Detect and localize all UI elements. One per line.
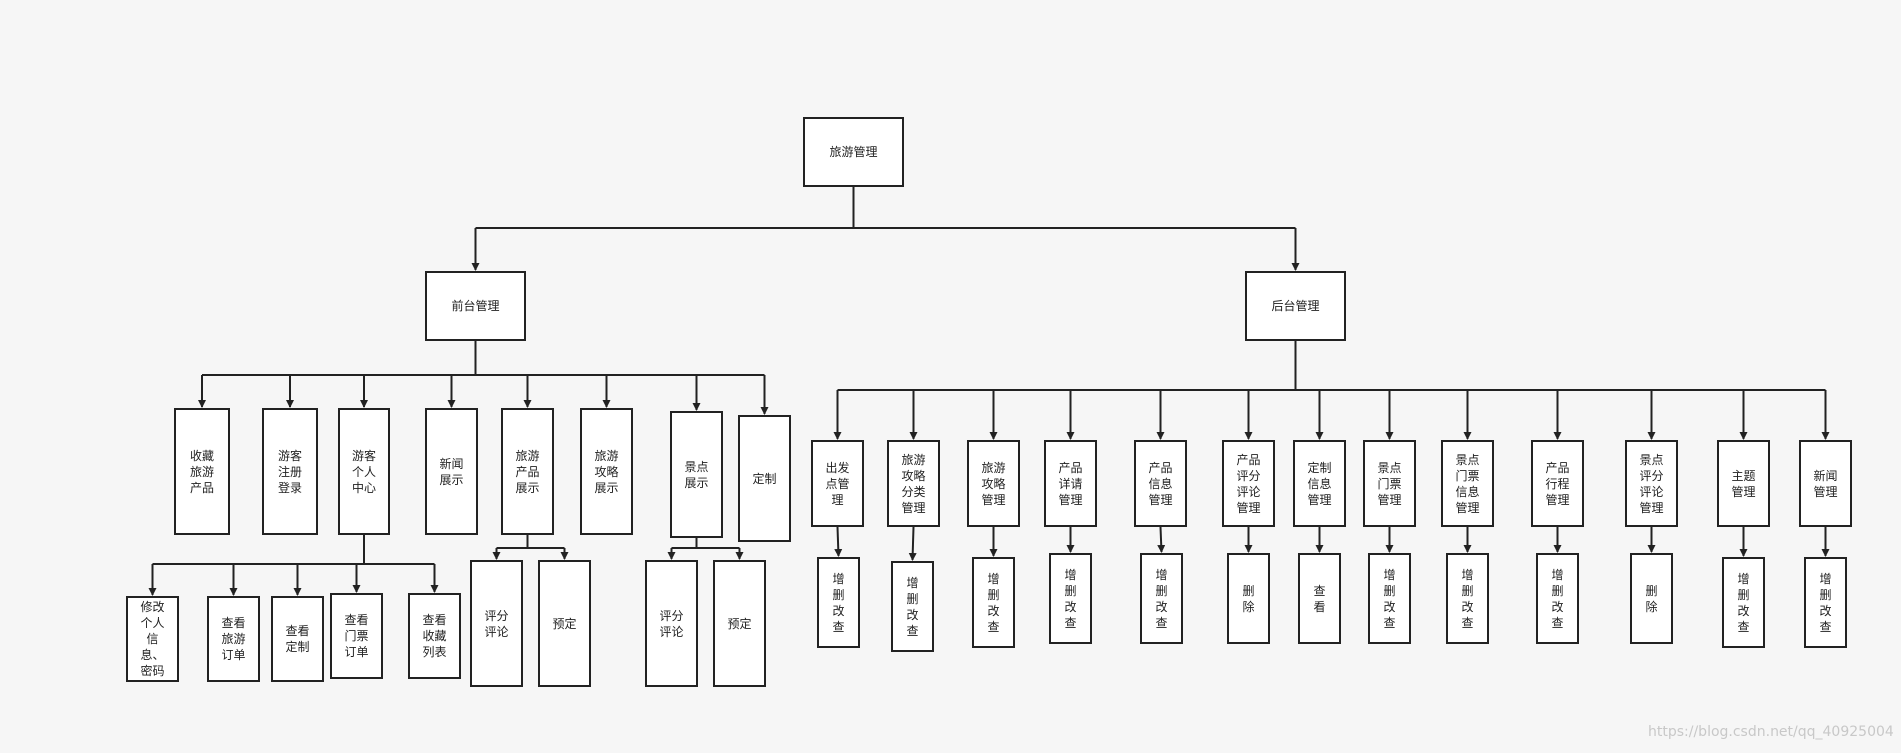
node-label: 定制 — [752, 471, 777, 486]
node-label: 旅游 攻略 展示 — [594, 448, 619, 495]
node-b6c: 删 除 — [1227, 553, 1270, 644]
node-label: 主题 管理 — [1731, 468, 1756, 499]
node-b8c: 增 删 改 查 — [1368, 553, 1411, 644]
node-label: 旅游 攻略 分类 管理 — [901, 452, 926, 515]
node-label: 增 删 改 查 — [1551, 567, 1564, 630]
node-b7c: 查 看 — [1298, 553, 1341, 644]
node-label: 产品 评分 评论 管理 — [1236, 452, 1261, 515]
node-f7b: 预定 — [713, 560, 766, 687]
node-label: 查看 收藏 列表 — [422, 613, 447, 659]
node-f2: 游客 注册 登录 — [262, 408, 318, 535]
node-f3b: 查看 旅游 订单 — [207, 596, 260, 682]
connector-arrow — [1157, 526, 1166, 553]
node-b1: 出发 点管 理 — [811, 440, 864, 527]
node-label: 旅游 攻略 管理 — [981, 460, 1006, 507]
node-label: 评分 评论 — [484, 608, 509, 639]
node-label: 查看 门票 订单 — [344, 613, 369, 659]
node-b4: 产品 详请 管理 — [1044, 440, 1097, 527]
node-b12: 主题 管理 — [1717, 440, 1770, 527]
node-label: 预定 — [727, 616, 752, 631]
node-f3e: 查看 收藏 列表 — [408, 593, 461, 679]
node-front: 前台管理 — [425, 271, 526, 341]
node-label: 出发 点管 理 — [825, 460, 850, 507]
node-b9c: 增 删 改 查 — [1446, 553, 1489, 644]
node-f7a: 评分 评论 — [645, 560, 698, 687]
node-b13: 新闻 管理 — [1799, 440, 1852, 527]
node-label: 增 删 改 查 — [1383, 567, 1396, 630]
node-label: 产品 行程 管理 — [1545, 460, 1570, 507]
node-b10: 产品 行程 管理 — [1531, 440, 1584, 527]
node-label: 景点 展示 — [684, 459, 709, 490]
node-b5: 产品 信息 管理 — [1134, 440, 1187, 527]
node-label: 景点 评分 评论 管理 — [1639, 452, 1664, 515]
node-root: 旅游管理 — [803, 117, 904, 187]
node-label: 产品 信息 管理 — [1148, 460, 1173, 507]
node-b5c: 增 删 改 查 — [1140, 553, 1183, 644]
node-label: 定制 信息 管理 — [1307, 460, 1332, 507]
node-b2: 旅游 攻略 分类 管理 — [887, 440, 940, 527]
node-f7: 景点 展示 — [670, 411, 723, 538]
node-f1: 收藏 旅游 产品 — [174, 408, 230, 535]
node-label: 新闻 管理 — [1813, 468, 1838, 499]
node-b10c: 增 删 改 查 — [1536, 553, 1579, 644]
node-label: 增 删 改 查 — [1461, 567, 1474, 630]
node-label: 查看 定制 — [285, 624, 310, 654]
node-f8: 定制 — [738, 415, 791, 542]
node-label: 前台管理 — [451, 299, 500, 313]
node-f3a: 修改 个人 信 息、 密码 — [126, 596, 179, 682]
node-label: 收藏 旅游 产品 — [189, 448, 214, 495]
node-b2c: 增 删 改 查 — [891, 561, 934, 652]
node-label: 景点 门票 信息 管理 — [1455, 452, 1480, 515]
node-b7: 定制 信息 管理 — [1293, 440, 1346, 527]
node-f5a: 评分 评论 — [470, 560, 523, 687]
connector-arrow — [908, 526, 917, 561]
node-b11c: 删 除 — [1630, 553, 1673, 644]
node-f3: 游客 个人 中心 — [338, 408, 390, 535]
node-label: 增 删 改 查 — [1737, 571, 1750, 634]
node-label: 旅游 产品 展示 — [515, 448, 540, 495]
node-b12c: 增 删 改 查 — [1722, 557, 1765, 648]
node-f4: 新闻 展示 — [425, 408, 478, 535]
node-label: 增 删 改 查 — [1064, 567, 1077, 630]
node-label: 查 看 — [1313, 583, 1326, 614]
node-label: 评分 评论 — [659, 608, 684, 639]
node-f3d: 查看 门票 订单 — [330, 593, 383, 679]
node-b1c: 增 删 改 查 — [817, 557, 860, 648]
node-f6: 旅游 攻略 展示 — [580, 408, 633, 535]
node-b3: 旅游 攻略 管理 — [967, 440, 1020, 527]
node-b9: 景点 门票 信息 管理 — [1441, 440, 1494, 527]
node-back: 后台管理 — [1245, 271, 1346, 341]
node-label: 游客 注册 登录 — [277, 448, 302, 495]
node-b6: 产品 评分 评论 管理 — [1222, 440, 1275, 527]
node-label: 查看 旅游 订单 — [221, 616, 246, 662]
node-label: 增 删 改 查 — [906, 575, 919, 638]
node-b11: 景点 评分 评论 管理 — [1625, 440, 1678, 527]
node-label: 游客 个人 中心 — [351, 448, 376, 495]
node-label: 旅游管理 — [829, 145, 878, 159]
node-b3c: 增 删 改 查 — [972, 557, 1015, 648]
node-f5: 旅游 产品 展示 — [501, 408, 554, 535]
node-label: 增 删 改 查 — [832, 571, 845, 634]
node-label: 产品 详请 管理 — [1058, 460, 1083, 507]
node-b4c: 增 删 改 查 — [1049, 553, 1092, 644]
node-label: 预定 — [552, 616, 577, 631]
connector-arrow — [834, 526, 843, 557]
node-label: 后台管理 — [1271, 299, 1320, 313]
node-label: 增 删 改 查 — [987, 571, 1000, 634]
node-b13c: 增 删 改 查 — [1804, 557, 1847, 648]
node-f5b: 预定 — [538, 560, 591, 687]
node-label: 删 除 — [1645, 583, 1658, 614]
watermark-text: https://blog.csdn.net/qq_40925004 — [1648, 724, 1894, 740]
node-label: 增 删 改 查 — [1819, 571, 1832, 634]
node-label: 删 除 — [1242, 583, 1255, 614]
node-label: 增 删 改 查 — [1155, 567, 1168, 630]
connector-lines — [148, 187, 1830, 596]
node-f3c: 查看 定制 — [271, 596, 324, 682]
node-label: 修改 个人 信 息、 密码 — [140, 600, 165, 678]
node-label: 新闻 展示 — [439, 456, 464, 487]
node-label: 景点 门票 管理 — [1377, 460, 1402, 507]
node-b8: 景点 门票 管理 — [1363, 440, 1416, 527]
